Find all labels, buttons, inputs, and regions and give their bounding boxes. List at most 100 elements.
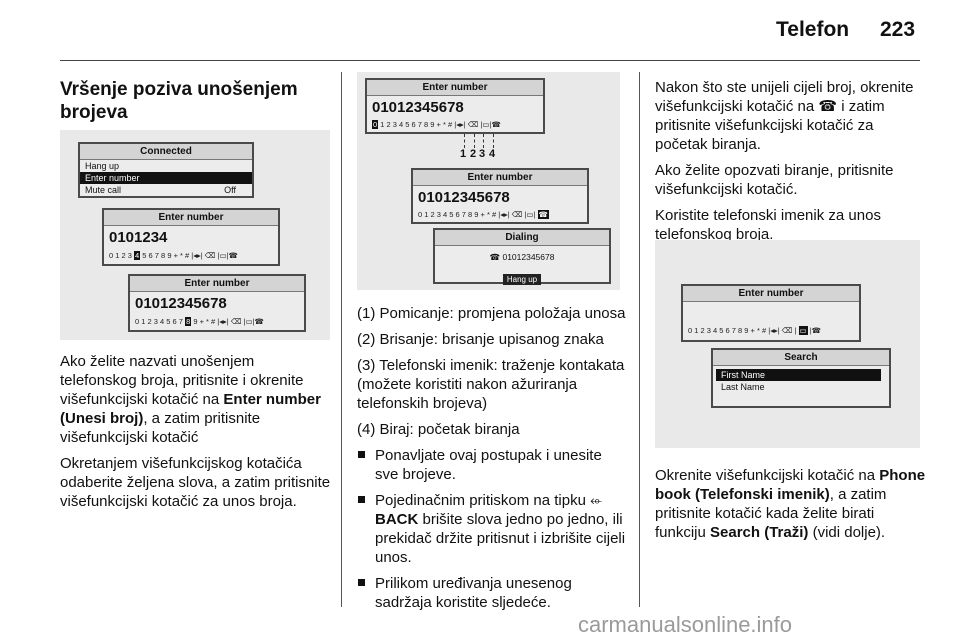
keys-after: |☎ xyxy=(809,326,821,335)
header-divider xyxy=(60,60,920,61)
keys-after: 9 + * # |◂▸| ⌫ |▭|☎ xyxy=(193,317,264,326)
bullet-item: Prilikom uređivanja unesenog sadržaja ko… xyxy=(357,574,629,612)
text-run: , a zatim pritisnite višefunkcijski kota… xyxy=(60,410,261,446)
hang-up-row: Hang up xyxy=(435,269,609,287)
bold-term: Search (Traži) xyxy=(710,524,809,541)
menu-item-label: Mute call xyxy=(85,185,122,195)
keys-before: 0 1 2 3 4 5 6 7 8 9 + * # |◂▸| ⌫ |▭| xyxy=(418,210,536,219)
paragraph: Koristite telefonski imenik za unos tele… xyxy=(655,207,881,243)
keypad-row: 0 1 2 3 4 5 6 7 8 9 + * # |◂▸| ⌫ | ▭ |☎ xyxy=(683,326,859,335)
bullet-text: Prilikom uređivanja unesenog sadržaja ko… xyxy=(375,575,572,611)
selected-key: ☎ xyxy=(537,210,549,219)
column-2-text: (1) Pomicanje: promjena položaja unosa (… xyxy=(357,304,629,619)
figure-phone-book-search: Enter number 0 1 2 3 4 5 6 7 8 9 + * # |… xyxy=(655,240,920,448)
bold-term: Phone book (Telefonski imenik) xyxy=(655,467,926,503)
column-1-text: Ako želite nazvati unošenjem telefonskog… xyxy=(60,352,332,518)
screen-title: Enter number xyxy=(104,210,278,226)
menu-item-mute-call: Mute call Off xyxy=(80,184,252,196)
callout-markers: 1 2 3 4 xyxy=(460,148,500,162)
bullet-marker xyxy=(358,451,365,458)
keys-after: 1 2 3 4 5 6 7 8 9 + * # |◂▸| ⌫ |▭|☎ xyxy=(380,120,501,129)
dialing-screen: Dialing ☎ 01012345678 Hang up xyxy=(433,228,611,287)
bullet-marker xyxy=(358,579,365,586)
text-run: , a zatim pritisnite kotačić kada želite… xyxy=(655,486,887,541)
page-number: 223 xyxy=(880,18,916,41)
enter-number-screen-2: Enter number 01012345678 0 1 2 3 4 5 6 7… xyxy=(128,274,306,332)
enter-number-screen-3: Enter number 01012345678 0 1 2 3 4 5 6 7… xyxy=(365,78,545,134)
menu-item-enter-number: Enter number xyxy=(80,172,252,184)
callout-line-3 xyxy=(483,134,484,148)
enter-number-screen-1: Enter number 0101234 0 1 2 3 4 5 6 7 8 9… xyxy=(102,208,280,266)
keypad-row: 0 1 2 3 4 5 6 7 8 9 + * # |◂▸| ⌫ |▭|☎ xyxy=(104,251,278,260)
text-run: Ako želite nazvati unošenjem telefonskog… xyxy=(60,353,304,408)
bullet-text: Ponavljate ovaj postupak i unesite sve b… xyxy=(375,447,602,483)
bullet-item: Ponavljate ovaj postupak i unesite sve b… xyxy=(357,446,629,484)
column-divider-2 xyxy=(639,72,640,607)
marker-1: 1 xyxy=(460,148,467,160)
screen-title: Search xyxy=(713,350,889,366)
keypad-row: 0 1 2 3 4 5 6 7 8 9 + * # |◂▸| ⌫ |▭| ☎ xyxy=(413,210,587,219)
bullet-text: Pojedinačnim pritiskom na tipku ⬰ xyxy=(375,492,603,509)
bullet-text: brišite slova jedno po jedno, ili prekid… xyxy=(375,511,626,566)
entered-number: 01012345678 xyxy=(418,189,510,206)
list-item-2: (2) Brisanje: brisanje upisanog znaka xyxy=(357,331,604,348)
hang-up-button: Hang up xyxy=(502,274,542,285)
screen-title: Enter number xyxy=(413,170,587,186)
marker-3: 3 xyxy=(479,148,486,160)
search-first-name: First Name xyxy=(716,369,881,381)
bold-term: BACK xyxy=(375,511,419,528)
bullet-marker xyxy=(358,496,365,503)
screen-title: Enter number xyxy=(683,286,859,302)
keys-before: 0 1 2 3 xyxy=(109,251,132,260)
list-item-1: (1) Pomicanje: promjena položaja unosa xyxy=(357,305,626,322)
screen-title: Dialing xyxy=(435,230,609,246)
figure-enter-number-flow: Connected Hang up Enter number Mute call… xyxy=(60,130,330,340)
entered-number: 0101234 xyxy=(109,229,168,246)
enter-number-screen-5: Enter number 0 1 2 3 4 5 6 7 8 9 + * # |… xyxy=(681,284,861,342)
keys-before: 0 1 2 3 4 5 6 7 8 9 + * # |◂▸| ⌫ | xyxy=(688,326,797,335)
callout-line-4 xyxy=(493,134,494,148)
keys-after: 5 6 7 8 9 + * # |◂▸| ⌫ |▭|☎ xyxy=(142,251,238,260)
selected-key: 0 xyxy=(372,120,379,129)
bold-term: Enter number (Unesi broj) xyxy=(60,391,321,427)
mute-value: Off xyxy=(224,185,236,195)
keys-before: 0 1 2 3 4 5 6 7 xyxy=(135,317,183,326)
column-3-text-top: Nakon što ste unijeli cijeli broj, okren… xyxy=(655,78,927,251)
list-item-4: (4) Biraj: početak biranja xyxy=(357,421,520,438)
section-heading: Vršenje poziva unošenjem brojeva xyxy=(60,79,298,123)
keypad-row: 0 1 2 3 4 5 6 7 8 9 + * # |◂▸| ⌫ |▭|☎ xyxy=(130,317,304,326)
enter-number-screen-4: Enter number 01012345678 0 1 2 3 4 5 6 7… xyxy=(411,168,589,224)
watermark: carmanualsonline.info xyxy=(578,612,793,637)
dialing-number: ☎ 01012345678 xyxy=(489,252,555,262)
running-header-title: Telefon xyxy=(776,18,850,41)
selected-key: ▭ xyxy=(798,326,808,335)
search-last-name: Last Name xyxy=(721,382,765,392)
marker-4: 4 xyxy=(489,148,496,160)
search-screen: Search First Name Last Name xyxy=(711,348,891,408)
column-1: Vršenje poziva unošenjem brojeva xyxy=(60,78,330,124)
list-item-3: (3) Telefonski imenik: traženje kontakat… xyxy=(357,357,625,412)
entered-number: 01012345678 xyxy=(372,99,464,116)
bullet-item: Pojedinačnim pritiskom na tipku ⬰ BACK b… xyxy=(357,491,629,567)
text-run: (vidi dolje). xyxy=(808,524,886,541)
column-3-text-bottom: Okrenite višefunkcijski kotačić na Phone… xyxy=(655,466,927,549)
screen-title: Connected xyxy=(80,144,252,160)
paragraph: Nakon što ste unijeli cijeli broj, okren… xyxy=(655,79,914,153)
column-divider-1 xyxy=(341,72,342,607)
selected-key: 4 xyxy=(134,251,141,260)
screen-title: Enter number xyxy=(130,276,304,292)
entered-number: 01012345678 xyxy=(135,295,227,312)
marker-2: 2 xyxy=(470,148,477,160)
callout-line-2 xyxy=(474,134,475,148)
paragraph: Ako želite opozvati biranje, pritisnite … xyxy=(655,162,894,198)
paragraph: Ako želite nazvati unošenjem telefonskog… xyxy=(60,352,332,447)
menu-item-hang-up: Hang up xyxy=(85,161,120,171)
screen-title: Enter number xyxy=(367,80,543,96)
figure-editing-keys: Enter number 01012345678 0 1 2 3 4 5 6 7… xyxy=(357,72,620,290)
connected-screen: Connected Hang up Enter number Mute call… xyxy=(78,142,254,198)
text-run: Okrenite višefunkcijski kotačić na xyxy=(655,467,880,484)
keypad-row: 0 1 2 3 4 5 6 7 8 9 + * # |◂▸| ⌫ |▭|☎ xyxy=(367,120,543,129)
paragraph: Okrenite višefunkcijski kotačić na Phone… xyxy=(655,466,927,542)
paragraph: Okretanjem višefunkcijskog kotačića odab… xyxy=(60,455,331,510)
callout-line-1 xyxy=(464,134,465,148)
